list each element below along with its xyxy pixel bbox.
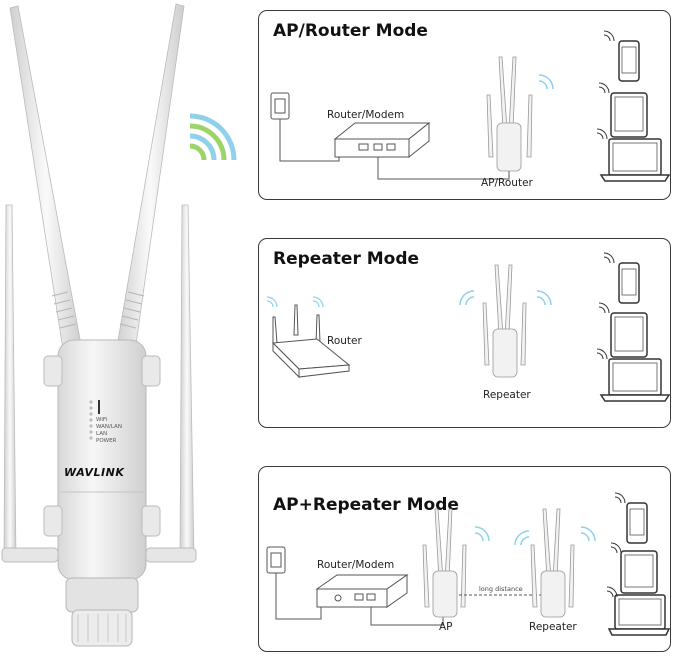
tablet-icon xyxy=(620,550,658,594)
panel-repeater-mode: Repeater Mode Router Repeater xyxy=(258,238,671,428)
phone-icon xyxy=(618,40,640,82)
repeater-device-icon xyxy=(482,264,527,378)
tablet-icon xyxy=(610,92,648,138)
laptop-icon xyxy=(607,594,671,636)
label-repeater: Repeater xyxy=(483,389,531,401)
label-router-modem: Router/Modem xyxy=(327,109,405,121)
led-label-lan: LAN xyxy=(96,431,108,437)
ap-repeater-diagram xyxy=(266,492,671,636)
repeater-device-icon xyxy=(530,508,575,618)
phone-icon xyxy=(618,262,640,304)
panel-title: AP/Router Mode xyxy=(273,21,428,41)
ap-device-icon xyxy=(422,508,467,618)
ap-router-device-icon xyxy=(486,56,533,172)
router-modem-icon xyxy=(333,121,431,159)
laptop-icon xyxy=(599,358,671,402)
router-icon xyxy=(271,304,351,379)
panel-ap-repeater-mode: AP+Repeater Mode xyxy=(258,466,671,652)
tablet-icon xyxy=(610,312,648,358)
wifi-signal-icon xyxy=(189,113,237,161)
panel-ap-router-mode: AP/Router Mode Router/Modem AP/Router xyxy=(258,10,671,200)
laptop-icon xyxy=(599,138,671,182)
panel-title: AP+Repeater Mode xyxy=(273,495,459,515)
wall-outlet-icon xyxy=(266,546,286,574)
led-label-wanlan: WAN/LAN xyxy=(96,424,122,430)
label-router: Router xyxy=(327,335,362,347)
label-repeater: Repeater xyxy=(529,621,577,633)
product-image: WiFi WAN/LAN LAN POWER WAVLINK xyxy=(0,0,250,658)
label-ap: AP xyxy=(439,621,453,633)
repeater-diagram xyxy=(266,252,671,402)
label-long-distance: long distance xyxy=(479,585,523,593)
label-router-modem: Router/Modem xyxy=(317,559,395,571)
wall-outlet-icon xyxy=(270,92,290,120)
wavlink-device-illustration xyxy=(1,3,197,647)
panel-title: Repeater Mode xyxy=(273,249,420,269)
led-label-power: POWER xyxy=(96,438,117,444)
led-label-wifi: WiFi xyxy=(96,417,108,423)
ap-router-diagram xyxy=(270,30,671,182)
label-ap-router: AP/Router xyxy=(481,177,533,189)
brand-logo: WAVLINK xyxy=(64,466,125,479)
phone-icon xyxy=(626,502,648,544)
router-modem-icon xyxy=(315,574,409,608)
